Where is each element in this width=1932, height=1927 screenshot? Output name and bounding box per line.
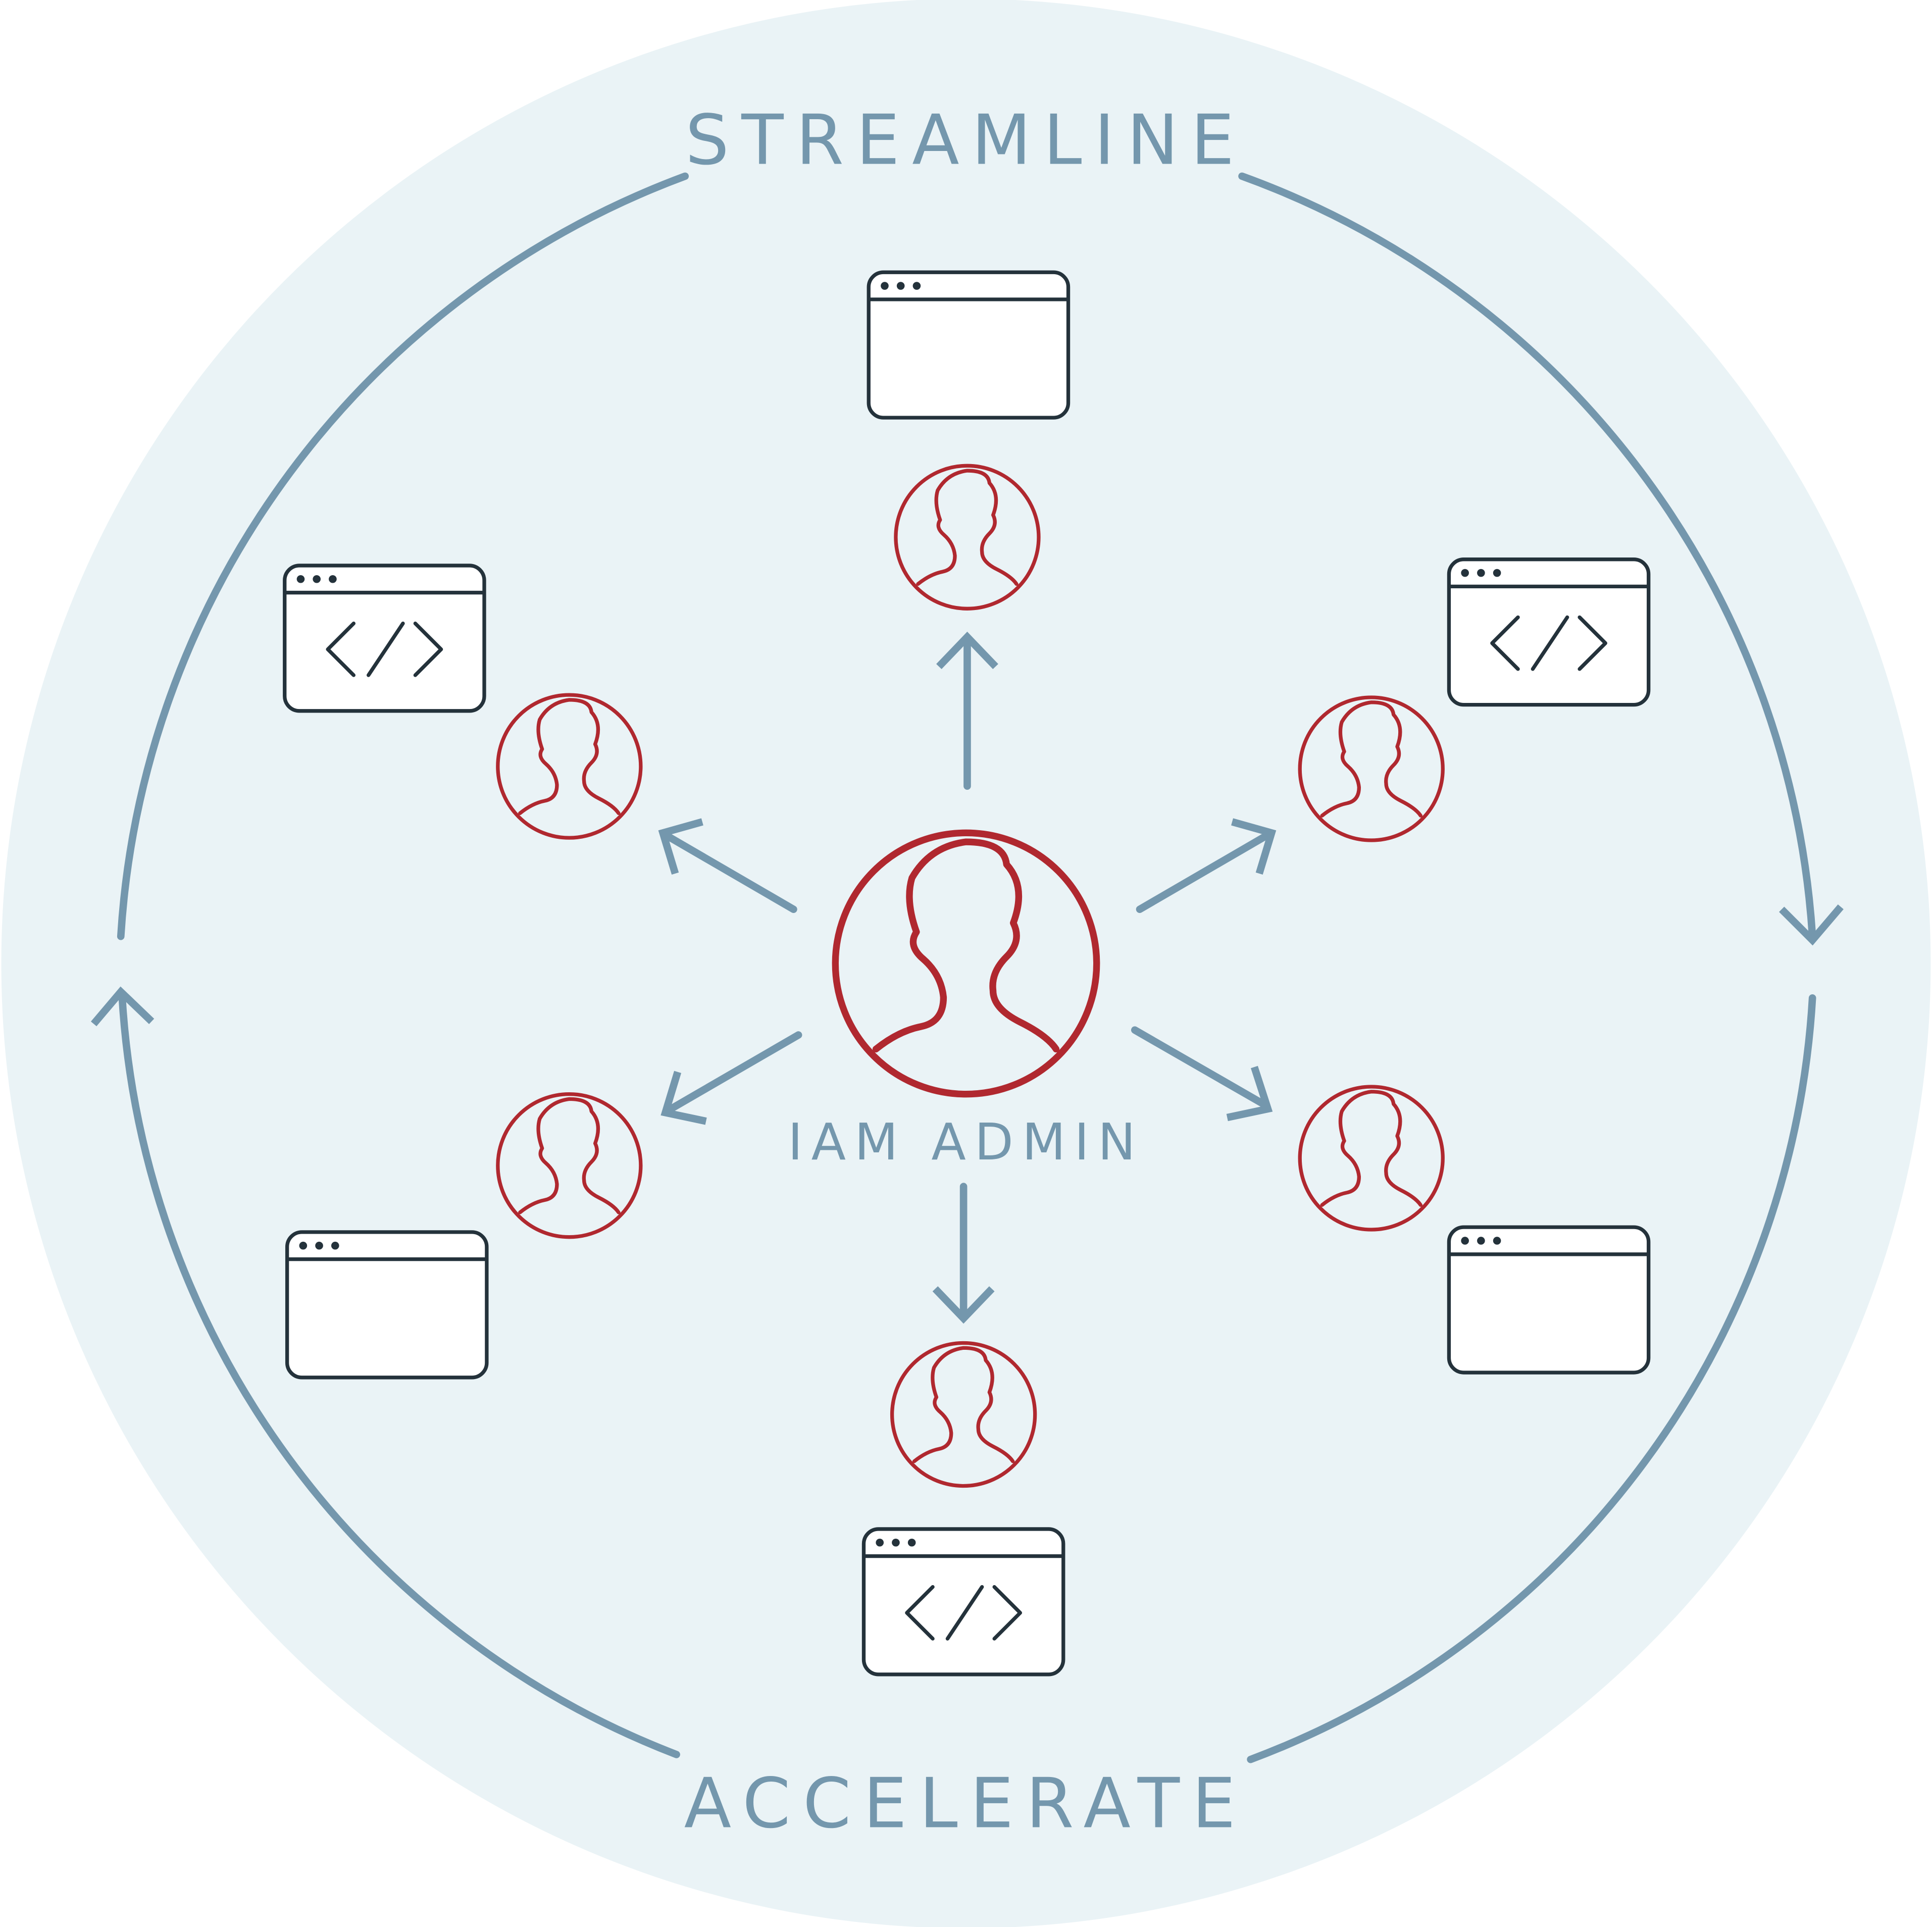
arc-top-left (117, 172, 689, 940)
streamline-label: STREAMLINE (685, 100, 1247, 181)
browser-window-icon (869, 272, 1068, 418)
arc-bottom-left (118, 992, 680, 1758)
spoke-arrow-lower-left (660, 1031, 802, 1125)
arrowhead-right (1779, 904, 1844, 946)
cycle-arrows (90, 172, 1844, 1763)
browser-window-icon (1449, 1227, 1648, 1373)
spoke-arrow-lower-right (1131, 1026, 1273, 1122)
spoke-arrow-upper-left (658, 818, 797, 913)
spoke-arrows (658, 631, 1277, 1324)
arc-bottom-right (1247, 994, 1816, 1763)
spoke-arrow-upper-right (1136, 818, 1277, 913)
code-window-icon (1449, 560, 1648, 705)
browser-window-icon (287, 1232, 487, 1378)
spoke-arrow-top (936, 631, 998, 790)
iam-admin-label: IAM ADMIN (788, 1112, 1144, 1172)
arc-top-right (1238, 172, 1816, 940)
code-window-icon (285, 566, 484, 711)
spoke-arrow-bottom (932, 1183, 995, 1324)
arrowhead-left (90, 986, 155, 1027)
accelerate-label: ACCELERATE (684, 1763, 1248, 1844)
code-window-icon (863, 1529, 1063, 1675)
